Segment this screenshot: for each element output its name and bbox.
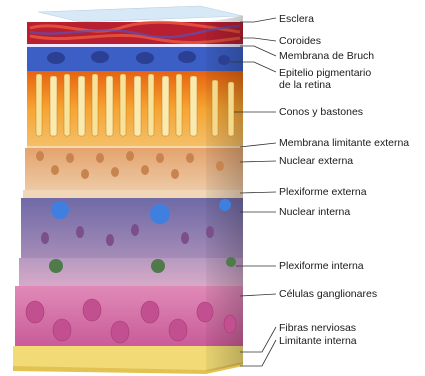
label-plexiforme-interna: Plexiforme interna [279,260,364,272]
label-celulas-ganglionares: Células ganglionares [279,288,377,300]
right-side-face [206,16,243,372]
label-nuclear-externa: Nuclear externa [279,155,353,167]
sclera-top-face [38,6,243,22]
label-membrana-bruch: Membrana de Bruch [279,50,374,62]
label-esclera: Esclera [279,13,314,25]
label-coroides: Coroides [279,35,321,47]
label-epitelio-line2: de la retina [279,79,331,91]
label-limitante-externa: Membrana limitante externa [279,137,409,149]
label-fibras-nerviosas: Fibras nerviosas [279,322,356,334]
label-nuclear-interna: Nuclear interna [279,206,350,218]
label-plexiforme-externa: Plexiforme externa [279,186,367,198]
label-conos-bastones: Conos y bastones [279,106,363,118]
label-epitelio-line1: Epitelio pigmentario [279,67,371,79]
label-limitante-interna: Limitante interna [279,335,357,347]
